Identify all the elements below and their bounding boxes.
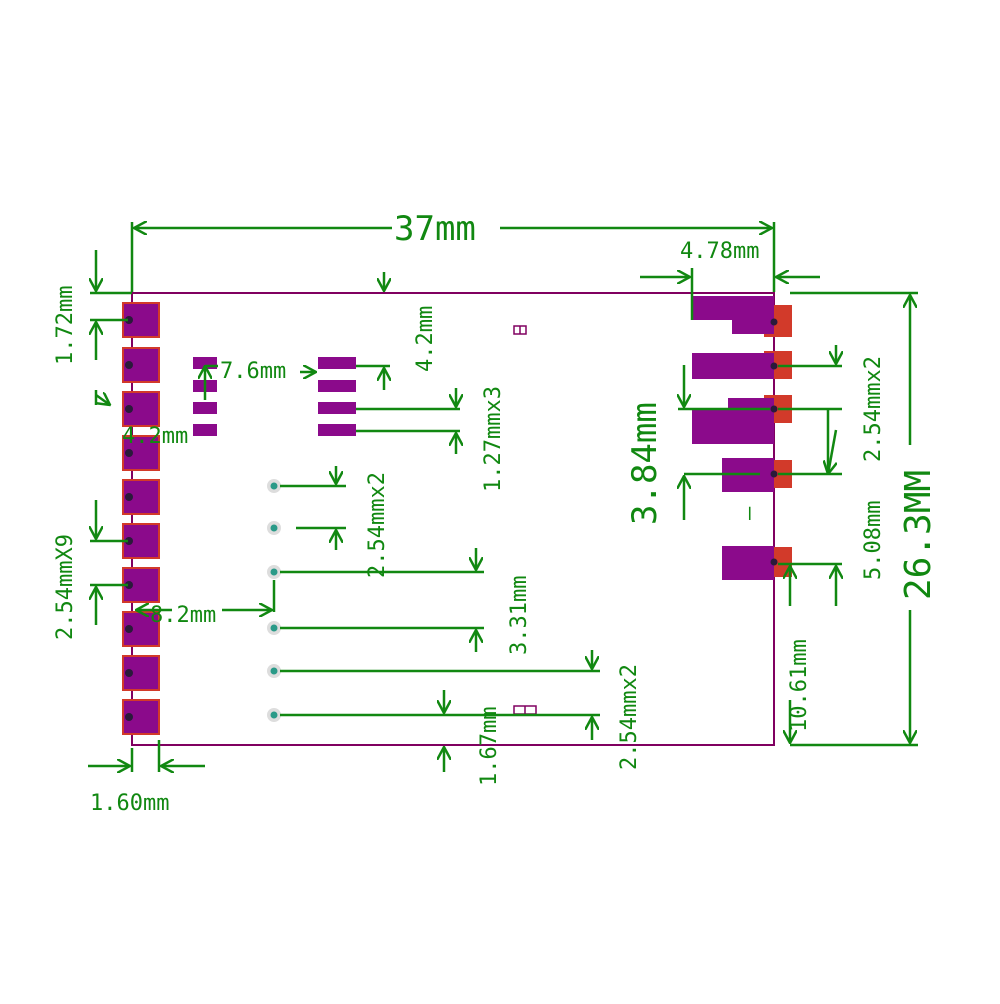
right-pad bbox=[692, 398, 774, 444]
top-header-pads bbox=[318, 357, 356, 436]
label-left-top-offset: 1.72mm bbox=[53, 286, 78, 365]
right-pad-group bbox=[692, 296, 792, 580]
label-right-gap: 3.84mm bbox=[625, 402, 665, 525]
label-right-pitch: 2.54mmx2 bbox=[861, 356, 886, 462]
right-pad bbox=[692, 296, 774, 334]
label-top-header-pitch: 1.27mmx3 bbox=[481, 386, 506, 492]
left-pad bbox=[122, 479, 160, 515]
left-pad bbox=[122, 391, 160, 427]
label-via-offset: 3.31mm bbox=[507, 576, 532, 655]
board-outline bbox=[131, 292, 775, 746]
label-left-pitch: 2.54mmX9 bbox=[53, 534, 78, 640]
label-bottom-offset: 1.67mm bbox=[477, 707, 502, 786]
label-left-to-vias: 8.2mm bbox=[150, 603, 216, 628]
label-via-pitch-top: 2.54mmx2 bbox=[365, 472, 390, 578]
label-small-header-gap: 7.6mm bbox=[220, 359, 286, 384]
left-pad-holes bbox=[125, 316, 133, 721]
label-via-pitch-bottom: 2.54mmx2 bbox=[617, 664, 642, 770]
label-height-overall: 26.3MM bbox=[898, 470, 939, 600]
right-dash-marker: — bbox=[737, 506, 762, 520]
label-width-right-pads: 4.78mm bbox=[680, 239, 759, 264]
via-column bbox=[267, 479, 281, 722]
right-pad bbox=[722, 546, 774, 580]
right-pad bbox=[692, 353, 774, 379]
label-inner-pad-offset: 4.2mm bbox=[122, 424, 188, 449]
label-width-overall: 37mm bbox=[394, 209, 476, 249]
label-left-pad-width: 1.60mm bbox=[90, 791, 169, 816]
label-top-header-offset: 4.2mm bbox=[413, 306, 438, 372]
label-right-bottom-offset: 10.61mm bbox=[787, 639, 812, 732]
label-right-lower-pitch: 5.08mm bbox=[861, 501, 886, 580]
